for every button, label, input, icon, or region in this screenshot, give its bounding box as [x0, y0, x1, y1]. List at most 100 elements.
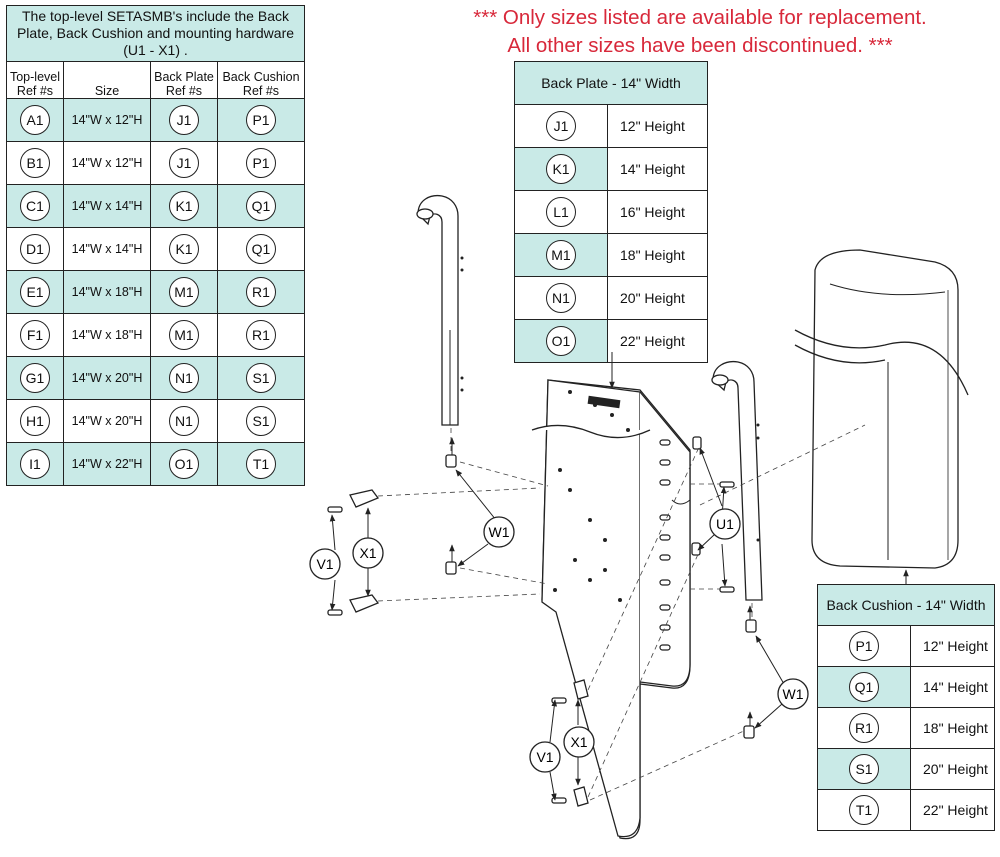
back-cushion-ref-badge: R1: [849, 713, 879, 743]
back-plate-ref-badge: L1: [546, 197, 576, 227]
back-plate-ref-badge: M1: [169, 320, 199, 350]
back-cushion-ref-badge-cell: Q1: [217, 227, 305, 271]
svg-text:X1: X1: [359, 545, 376, 561]
header-back-plate-ref: Back Plate Ref #s: [150, 61, 218, 99]
back-cushion-height: 20" Height: [910, 748, 995, 790]
callout-x1-left: X1: [352, 537, 384, 569]
top-level-ref-badge-cell: F1: [6, 313, 64, 357]
back-cushion-ref-badge: S1: [246, 406, 276, 436]
back-cushion-ref-badge: S1: [849, 754, 879, 784]
top-level-ref-badge-cell: D1: [6, 227, 64, 271]
back-plate-height: 18" Height: [607, 233, 708, 277]
back-plate-ref-badge: N1: [169, 406, 199, 436]
back-cushion-ref-badge: P1: [246, 148, 276, 178]
left-back-cane: [416, 194, 464, 426]
back-cushion-ref-badge-cell: R1: [817, 707, 911, 749]
back-plate-table-title: Back Plate - 14" Width: [514, 61, 708, 105]
back-cushion-ref-badge: T1: [849, 795, 879, 825]
top-level-ref-badge: I1: [20, 449, 50, 479]
top-level-ref-badge: H1: [20, 406, 50, 436]
back-plate-ref-badge: M1: [546, 240, 576, 270]
header-size: Size: [63, 61, 151, 99]
notice-line-1: *** Only sizes listed are available for …: [473, 6, 927, 29]
top-level-ref-badge: C1: [20, 191, 50, 221]
header-top-level-ref: Top-level Ref #s: [6, 61, 64, 99]
back-cushion-ref-badge: P1: [849, 631, 879, 661]
back-plate-ref-badge: J1: [169, 105, 199, 135]
top-level-ref-table: The top-level SETASMB's include the Back…: [6, 5, 305, 486]
back-plate-height: 16" Height: [607, 190, 708, 234]
back-plate-ref-badge: O1: [169, 449, 199, 479]
size-value: 14"W x 18"H: [63, 270, 151, 314]
back-plate-ref-badge-cell: J1: [150, 141, 218, 185]
back-cushion-ref-badge: S1: [246, 363, 276, 393]
back-plate-height: 14" Height: [607, 147, 708, 191]
top-level-ref-badge: A1: [20, 105, 50, 135]
back-plate-ref-badge: K1: [546, 154, 576, 184]
svg-text:X1: X1: [570, 734, 587, 750]
back-cushion-ref-badge-cell: P1: [217, 98, 305, 142]
back-plate-height: 22" Height: [607, 319, 708, 363]
back-plate-ref-badge-cell: M1: [150, 313, 218, 357]
size-value: 14"W x 14"H: [63, 184, 151, 228]
back-cushion-ref-badge: Q1: [246, 191, 276, 221]
back-plate-ref-badge-cell: O1: [150, 442, 218, 486]
svg-text:V1: V1: [536, 749, 553, 765]
back-cushion-table-title: Back Cushion - 14" Width: [817, 584, 995, 626]
back-cushion: [794, 249, 969, 569]
table-row: S1 20" Height: [817, 748, 995, 790]
back-plate-ref-badge-cell: N1: [150, 356, 218, 400]
back-cushion-ref-badge-cell: T1: [817, 789, 911, 831]
table-row: O1 22" Height: [514, 319, 708, 363]
back-cushion-height: 12" Height: [910, 625, 995, 667]
back-cushion-ref-badge-cell: S1: [217, 356, 305, 400]
back-plate-ref-badge-cell: N1: [150, 399, 218, 443]
svg-text:W1: W1: [783, 686, 804, 702]
top-level-ref-badge: B1: [20, 148, 50, 178]
size-value: 14"W x 22"H: [63, 442, 151, 486]
table-row: I1 14"W x 22"H O1 T1: [6, 442, 305, 486]
back-plate-ref-badge: N1: [169, 363, 199, 393]
back-cushion-ref-badge: T1: [246, 449, 276, 479]
back-plate-ref-badge-cell: K1: [514, 147, 608, 191]
back-cushion-ref-badge-cell: S1: [817, 748, 911, 790]
table-row: B1 14"W x 12"H J1 P1: [6, 141, 305, 185]
top-level-ref-badge-cell: H1: [6, 399, 64, 443]
top-level-ref-badge-cell: A1: [6, 98, 64, 142]
callout-x1-bottom: X1: [563, 726, 595, 758]
top-level-ref-badge: F1: [20, 320, 50, 350]
callout-w1-left: W1: [483, 516, 515, 548]
back-plate-ref-badge: J1: [169, 148, 199, 178]
back-plate-ref-badge-cell: N1: [514, 276, 608, 320]
back-plate-ref-badge-cell: L1: [514, 190, 608, 234]
back-cushion-ref-badge: P1: [246, 105, 276, 135]
table-row: M1 18" Height: [514, 233, 708, 277]
top-level-ref-badge-cell: G1: [6, 356, 64, 400]
callout-v1-bottom: V1: [529, 741, 561, 773]
right-back-cane: [711, 360, 763, 601]
notice-line-2: All other sizes have been discontinued. …: [507, 34, 893, 57]
size-value: 14"W x 12"H: [63, 141, 151, 185]
back-plate-ref-badge: O1: [546, 326, 576, 356]
size-value: 14"W x 20"H: [63, 356, 151, 400]
back-cushion-ref-badge-cell: Q1: [817, 666, 911, 708]
table-row: L1 16" Height: [514, 190, 708, 234]
svg-text:W1: W1: [489, 524, 510, 540]
callout-w1-right: W1: [777, 678, 809, 710]
back-plate-ref-badge: N1: [546, 283, 576, 313]
back-plate-ref-badge-cell: J1: [150, 98, 218, 142]
size-value: 14"W x 12"H: [63, 98, 151, 142]
top-level-ref-badge: E1: [20, 277, 50, 307]
top-level-ref-badge-cell: C1: [6, 184, 64, 228]
back-plate-ref-badge: K1: [169, 234, 199, 264]
svg-text:V1: V1: [316, 556, 333, 572]
